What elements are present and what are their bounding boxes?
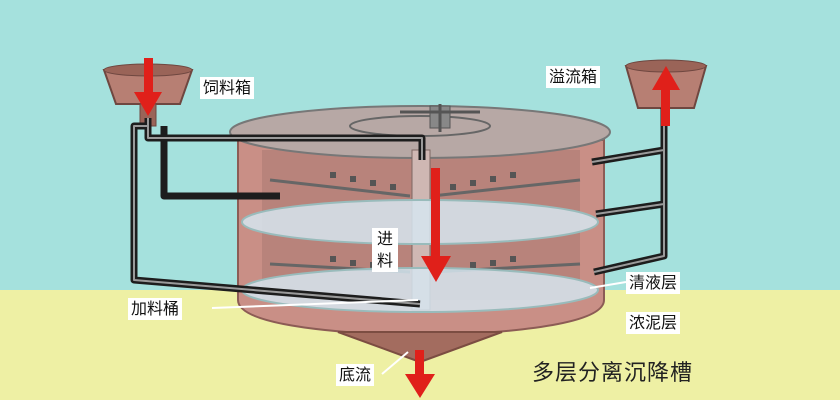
label-feed-bucket: 加料桶 [128,298,183,320]
label-bottom-flow: 底流 [336,364,375,386]
feed-arrow [134,58,162,116]
tray-upper [241,199,599,245]
label-overflow-box: 溢流箱 [546,66,601,88]
drive-mechanism [400,104,480,132]
upper-rakes [269,178,581,198]
bottom-cone [337,331,503,364]
label-feed-in: 进料 [372,228,398,272]
label-clear-layer: 清液层 [626,272,681,294]
center-feed-arrow [421,168,451,282]
overflow-arrow [652,66,680,126]
diagram-title: 多层分离沉降槽 [532,361,694,386]
label-feed-box: 饲料箱 [200,77,255,99]
label-sludge-layer: 浓泥层 [626,312,681,334]
underflow-arrow [405,350,435,398]
